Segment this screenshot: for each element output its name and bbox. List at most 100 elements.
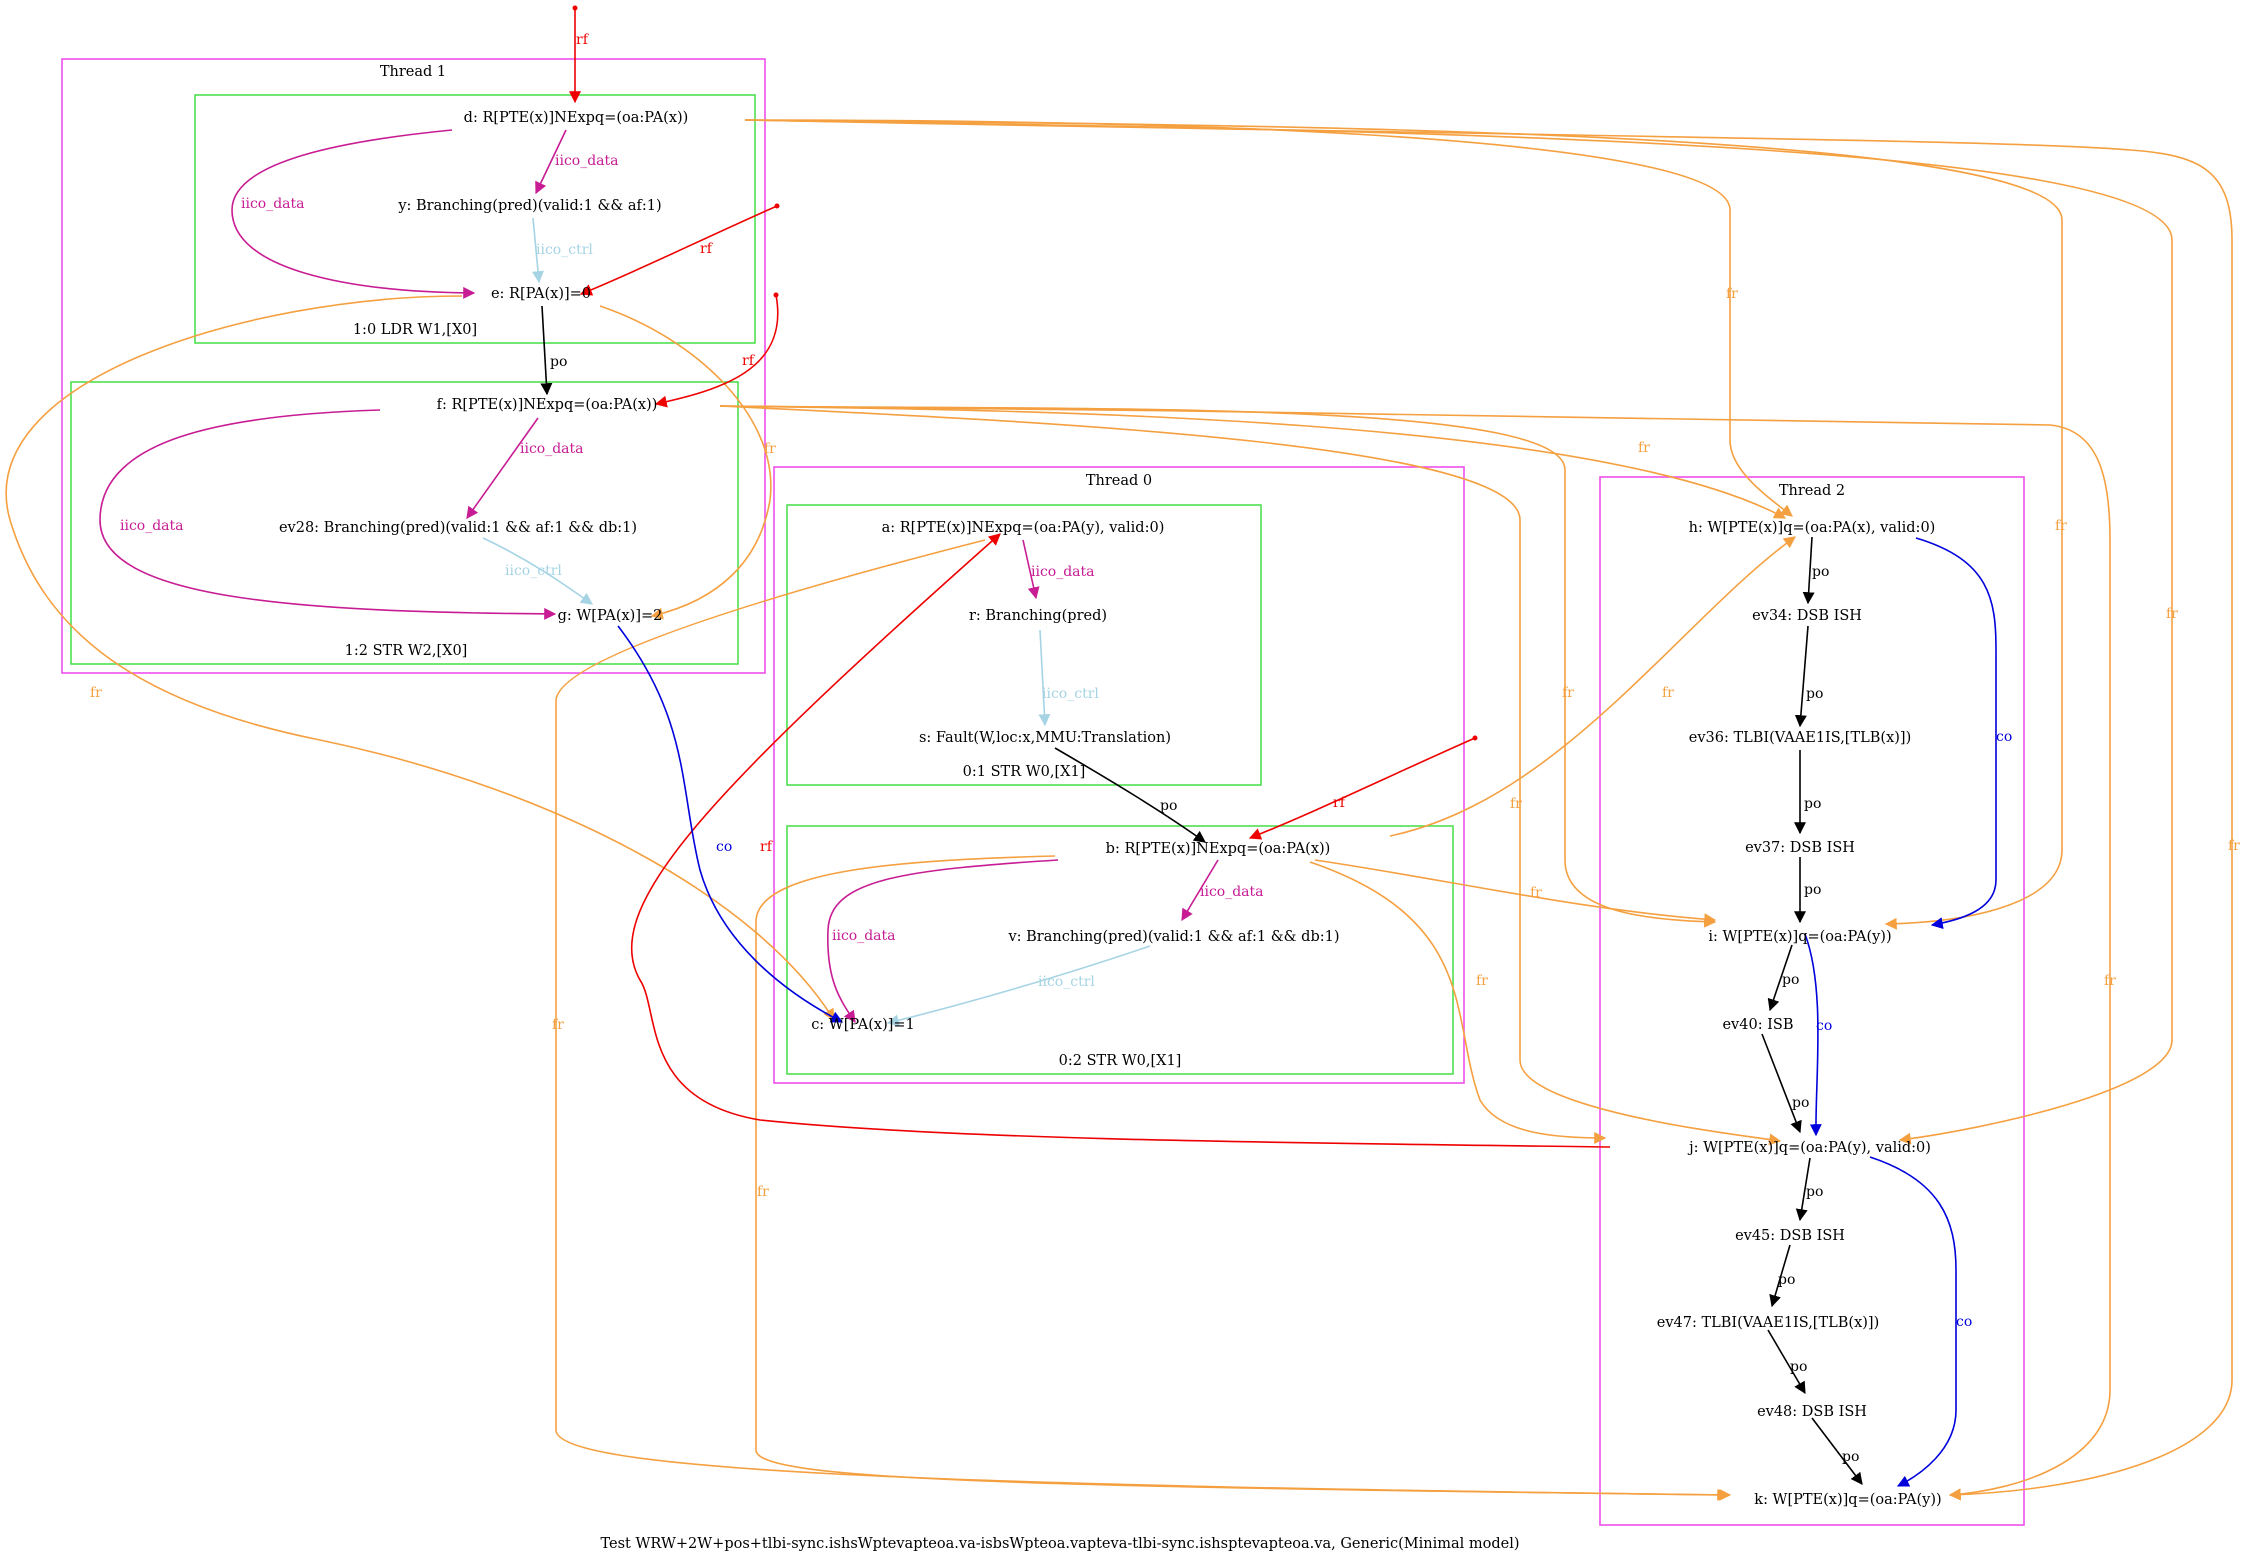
rf-edges — [569, 5, 1611, 1148]
edge-label-iico-data-b-c: iico_data — [832, 928, 896, 944]
node-g: g: W[PA(x)]=2 — [558, 608, 663, 624]
node-a: a: R[PTE(x)]NExpq=(oa:PA(y), valid:0) — [882, 520, 1165, 536]
node-h: h: W[PTE(x)]q=(oa:PA(x), valid:0) — [1689, 520, 1936, 536]
edge-label-iico-data-f-ev28: iico_data — [520, 441, 584, 457]
edge-labels: rf rf rf rf rf iico_data iico_data iico_… — [90, 32, 2240, 1465]
edge-label-po-ev47-ev48: po — [1790, 1359, 1807, 1375]
edge-label-po-ev34-ev36: po — [1806, 686, 1823, 702]
edge-label-po-ev36-ev37: po — [1804, 796, 1821, 812]
edge-label-iico-data-d-e: iico_data — [241, 196, 305, 212]
instr-str-w0-2-cluster — [786, 825, 1454, 1075]
edge-label-iico-data-a-r: iico_data — [1031, 564, 1095, 580]
edge-fr-b-k — [755, 855, 1730, 1501]
node-ev40: ev40: ISB — [1722, 1017, 1793, 1033]
edge-label-po-ev40-j: po — [1792, 1095, 1809, 1111]
edge-po-ev40-j — [1761, 1033, 1802, 1134]
edge-label-fr-f-h: fr — [1638, 440, 1650, 456]
edge-label-iico-ctrl-r-s: iico_ctrl — [1042, 686, 1099, 702]
edge-fr-b-h — [1389, 536, 1796, 837]
edge-label-fr-b-i: fr — [1530, 885, 1542, 901]
edge-po-ev48-k — [1811, 1417, 1863, 1485]
edge-iico-data-f-g — [99, 409, 557, 620]
edge-fr-f-j — [719, 405, 1782, 1146]
edge-label-rf-init-d: rf — [576, 32, 590, 48]
edge-co-i-j — [1804, 933, 1822, 1137]
edge-iico-data-b-c — [827, 859, 1059, 1023]
edge-label-po-ev37-i: po — [1804, 882, 1821, 898]
iico-ctrl-edges — [482, 217, 1151, 1027]
node-i: i: W[PTE(x)]q=(oa:PA(y)) — [1708, 929, 1891, 945]
thread2-label: Thread 2 — [1779, 483, 1845, 499]
edge-po-s-b — [1054, 747, 1206, 843]
edge-label-po-j-ev45: po — [1806, 1184, 1823, 1200]
node-r: r: Branching(pred) — [969, 608, 1107, 624]
node-f: f: R[PTE(x)]NExpq=(oa:PA(x)) — [437, 397, 658, 413]
edge-label-co-i-j: co — [1816, 1018, 1832, 1034]
node-c: c: W[PA(x)]=1 — [811, 1017, 915, 1033]
node-ev28: ev28: Branching(pred)(valid:1 && af:1 &&… — [279, 520, 637, 536]
iico-data-edges — [99, 129, 1219, 1023]
node-j: j: W[PTE(x)]q=(oa:PA(y), valid:0) — [1687, 1140, 1931, 1156]
edge-label-fr-f-j: fr — [1510, 796, 1522, 812]
edge-fr-b-i — [1314, 859, 1717, 926]
edge-co-g-c — [617, 625, 844, 1023]
clusters: Thread 1 1:0 LDR W1,[X0] 1:2 STR W2,[X0]… — [61, 58, 2025, 1526]
edge-label-iico-ctrl-v-c: iico_ctrl — [1038, 974, 1095, 990]
node-ev34: ev34: DSB ISH — [1752, 608, 1862, 624]
edge-label-fr-f-i: fr — [1562, 685, 1574, 701]
edge-rf-init-e — [579, 205, 778, 296]
node-k: k: W[PTE(x)]q=(oa:PA(y)) — [1754, 1492, 1941, 1508]
edge-label-fr-f-k: fr — [2104, 973, 2116, 989]
edge-label-iico-data-f-g: iico_data — [120, 518, 184, 534]
edge-iico-ctrl-v-c — [886, 945, 1151, 1027]
instr-str-w0-1-cluster — [786, 504, 1262, 786]
node-ev37: ev37: DSB ISH — [1745, 840, 1855, 856]
edge-po-ev45-ev47 — [1769, 1244, 1791, 1308]
edge-label-fr-d-j: fr — [2166, 606, 2178, 622]
node-b: b: R[PTE(x)]NExpq=(oa:PA(x)) — [1106, 841, 1331, 857]
node-e: e: R[PA(x)]=0 — [491, 286, 591, 302]
edge-iico-data-d-y — [535, 129, 567, 195]
instr-str-w0-1-label: 0:1 STR W0,[X1] — [963, 764, 1086, 780]
edge-fr-e-g — [599, 305, 772, 620]
edge-fr-f-h — [719, 405, 1787, 519]
edge-label-po-s-b: po — [1160, 798, 1177, 814]
edge-label-fr-b-h: fr — [1662, 685, 1674, 701]
edge-label-rf-init-e: rf — [700, 241, 714, 257]
edge-label-co-j-k: co — [1956, 1314, 1972, 1330]
edge-fr-d-i — [744, 119, 2063, 930]
edge-po-j-ev45 — [1795, 1157, 1811, 1222]
edge-label-iico-data-b-v: iico_data — [1200, 884, 1264, 900]
edge-label-fr-d-h: fr — [1726, 286, 1738, 302]
node-v: v: Branching(pred)(valid:1 && af:1 && db… — [1007, 929, 1339, 945]
edge-label-fr-e-g: fr — [764, 441, 776, 457]
node-d: d: R[PTE(x)]NExpq=(oa:PA(x)) — [464, 110, 689, 126]
edge-label-po-h-ev34: po — [1812, 564, 1829, 580]
instr-ldr-w1-label: 1:0 LDR W1,[X0] — [353, 322, 477, 338]
edge-po-ev34-ev36 — [1794, 625, 1809, 728]
node-ev45: ev45: DSB ISH — [1735, 1228, 1845, 1244]
edge-label-iico-data-d-y: iico_data — [555, 153, 619, 169]
edge-label-iico-ctrl-ev28-g: iico_ctrl — [505, 563, 562, 579]
thread1-cluster — [61, 58, 766, 674]
edge-fr-d-j — [744, 119, 2173, 1145]
edge-label-fr-b-k: fr — [757, 1184, 769, 1200]
edge-po-i-ev40 — [1767, 944, 1793, 1012]
edge-rf-init-f — [654, 294, 779, 408]
edge-iico-data-b-v — [1181, 859, 1219, 922]
nodes: d: R[PTE(x)]NExpq=(oa:PA(x)) y: Branchin… — [279, 110, 1942, 1508]
edge-rf-init-b — [1248, 737, 1476, 840]
node-y: y: Branching(pred)(valid:1 && af:1) — [397, 198, 661, 214]
edge-fr-d-k — [744, 119, 2233, 1501]
edge-label-fr-d-i: fr — [2055, 518, 2067, 534]
edge-label-fr-a-k: fr — [552, 1017, 564, 1033]
instr-str-w0-2-label: 0:2 STR W0,[X1] — [1059, 1053, 1182, 1069]
edge-label-rf-init-b: rf — [1333, 795, 1347, 811]
edge-label-po-e-f: po — [550, 354, 567, 370]
edge-co-j-k — [1869, 1156, 1957, 1487]
edge-fr-d-h — [744, 119, 1793, 517]
edge-label-fr-e-c: fr — [90, 685, 102, 701]
edge-label-co-g-c: co — [716, 839, 732, 855]
fr-edges — [5, 119, 2233, 1501]
node-s: s: Fault(W,loc:x,MMU:Translation) — [919, 730, 1171, 746]
